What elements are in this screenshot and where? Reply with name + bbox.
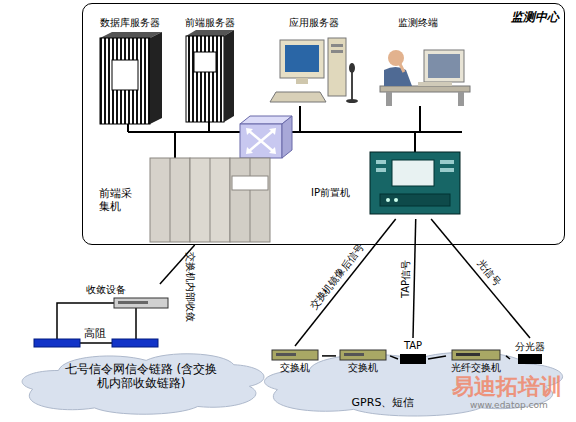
node-label: 应用服务器 bbox=[279, 17, 349, 29]
network-cloud: GPRS、短信交换机交换机TAP光纤交换机分光器 bbox=[252, 344, 570, 420]
edge-label: 交换机镜像后信号 bbox=[309, 242, 366, 311]
impedance-label: 高阻 bbox=[84, 328, 106, 339]
connector-line bbox=[431, 219, 530, 338]
node-label: 前端服务器 bbox=[177, 17, 243, 29]
impedance-block bbox=[112, 339, 158, 347]
connector-line bbox=[428, 356, 446, 359]
splitter-node: 分光器 bbox=[510, 338, 550, 366]
node-label: 数据库服务器 bbox=[93, 17, 167, 29]
server-icon bbox=[100, 32, 162, 124]
node-label: 前端采集机 bbox=[99, 187, 139, 213]
connector-line bbox=[506, 356, 510, 359]
switch-node: 交换机 bbox=[336, 346, 390, 376]
pc-icon bbox=[270, 38, 358, 103]
switch-icon bbox=[240, 116, 292, 158]
server-node: 数据库服务器 bbox=[93, 17, 167, 127]
network-bus bbox=[128, 106, 462, 158]
tap-node: TAP bbox=[398, 338, 428, 366]
convergence-wiring bbox=[57, 303, 136, 343]
switch-node: 交换机 bbox=[268, 346, 322, 376]
device-icon bbox=[118, 301, 148, 304]
edge-label: TAP信号 bbox=[401, 259, 411, 297]
ip-device-icon bbox=[370, 152, 460, 214]
connector-line bbox=[322, 355, 336, 357]
node-label: 收敛设备 bbox=[86, 284, 146, 296]
cloud-shape bbox=[22, 354, 264, 414]
node-label: TAP bbox=[398, 340, 428, 352]
server-node: 前端服务器 bbox=[177, 17, 243, 125]
cloud-shape bbox=[264, 352, 562, 416]
connector-line bbox=[295, 219, 396, 346]
rack-icon bbox=[150, 158, 270, 242]
node-label: GPRS、短信 bbox=[338, 396, 428, 409]
ip-front-node: IP前置机 bbox=[311, 149, 465, 219]
connector-line bbox=[413, 219, 416, 338]
switch-device bbox=[272, 350, 500, 360]
node-label: 交换机 bbox=[268, 362, 322, 374]
splitter-block bbox=[518, 354, 542, 364]
node-label: 七号信令网信令链路 (含交换机内部收敛链路) bbox=[62, 362, 220, 391]
connector-line bbox=[390, 356, 398, 359]
edge-label: 光信号 bbox=[475, 258, 502, 287]
center-box: 监测中心数据库服务器前端服务器 应用服务器 监测终端前端采集机 IP前置机 bbox=[82, 3, 565, 245]
device-node: 收敛设备 bbox=[86, 284, 170, 314]
server-icon bbox=[186, 30, 234, 122]
server-node: 应用服务器 bbox=[269, 17, 361, 109]
edge-label: 交换机内部收敛 bbox=[185, 252, 195, 322]
terminal-node: 监测终端 bbox=[369, 17, 473, 109]
impedance-block bbox=[34, 339, 80, 347]
node-label: 监测中心 bbox=[481, 10, 559, 24]
node-label: IP前置机 bbox=[311, 187, 371, 199]
switch-node: 光纤交换机 bbox=[446, 346, 506, 376]
tap-block bbox=[400, 354, 426, 364]
connector-line bbox=[160, 245, 195, 284]
device-icon bbox=[114, 298, 168, 308]
node-label: 交换机 bbox=[336, 362, 390, 374]
operator-icon bbox=[380, 50, 470, 106]
node-label: 分光器 bbox=[510, 341, 550, 353]
collector-node: 前端采集机 bbox=[99, 157, 273, 245]
network-cloud: 七号信令网信令链路 (含交换机内部收敛链路) bbox=[12, 346, 270, 418]
node-label: 光纤交换机 bbox=[446, 362, 506, 374]
node-label: 监测终端 bbox=[383, 17, 453, 29]
